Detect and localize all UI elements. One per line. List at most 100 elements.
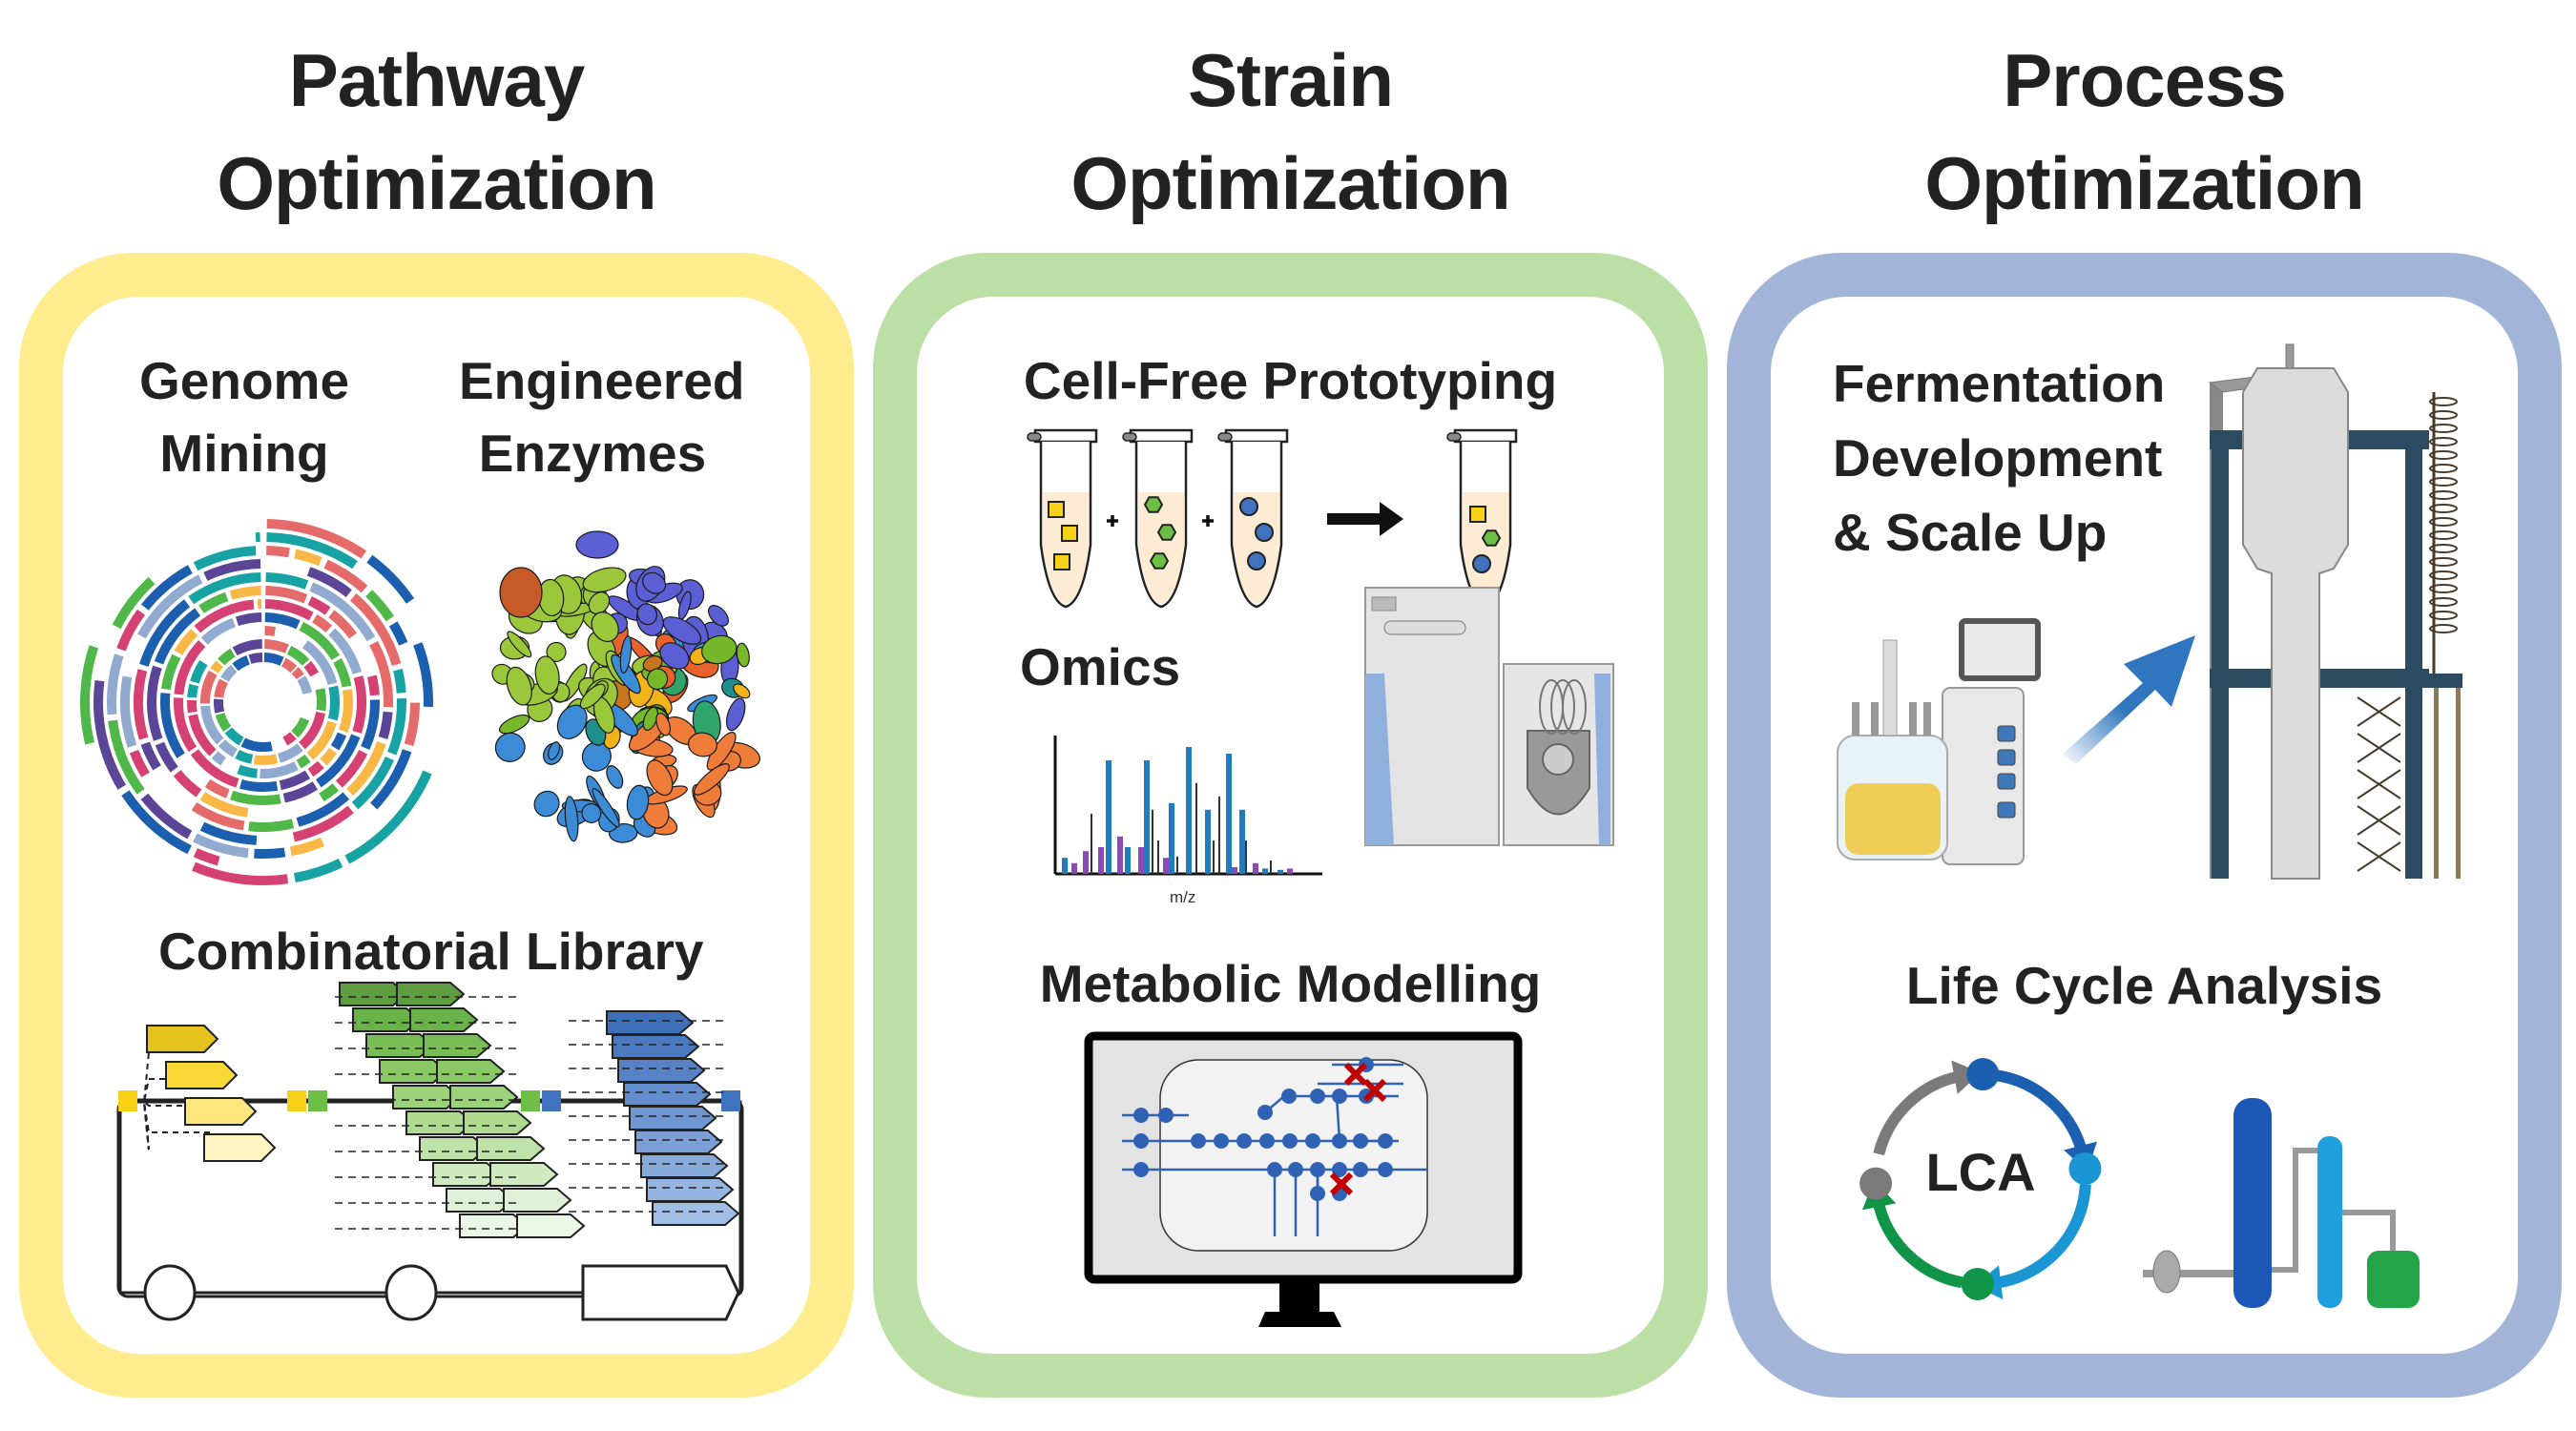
gene-part-arrow	[423, 1033, 492, 1058]
cross-brace	[2357, 841, 2401, 872]
spectrum-peak	[1083, 851, 1089, 874]
protein-ribbon-segment	[619, 635, 633, 674]
genome-arc-segment	[191, 801, 245, 831]
safety-cage-ring	[2429, 397, 2458, 406]
gene-part-arrow	[489, 1162, 559, 1187]
genome-arc-segment	[309, 582, 376, 642]
spectrum-peak	[1071, 862, 1077, 874]
genome-arc-segment	[129, 749, 150, 778]
side-platform	[2429, 674, 2462, 688]
genome-arc-segment	[120, 675, 137, 748]
genome-arc-segment	[293, 858, 343, 883]
spectrum-peak	[1138, 847, 1144, 874]
genome-arc-segment	[352, 675, 366, 734]
spectrum-peak	[1262, 868, 1268, 874]
spectrum-peak	[1117, 836, 1123, 874]
genome-arc-segment	[366, 554, 415, 604]
genome-arc-segment	[230, 790, 281, 805]
safety-cage-ring	[2429, 410, 2458, 420]
blue-circle-product	[1239, 497, 1258, 516]
metabolite-node	[1332, 1089, 1347, 1104]
tube-cap	[1224, 428, 1289, 444]
genome-arc-segment	[218, 648, 236, 666]
pump-head	[1997, 801, 2016, 819]
genome-arc-segment	[327, 685, 340, 721]
transfer-pipe	[2272, 1148, 2319, 1273]
genome-arc-segment	[248, 653, 263, 664]
mass-spectrometer-icon	[1364, 587, 1614, 846]
plasmid-gene-arrow	[581, 1264, 740, 1321]
genome-arc-segment	[278, 743, 303, 763]
genome-arc-segment	[404, 702, 420, 747]
spectrum-peak	[1091, 814, 1092, 874]
gene-part-arrow	[449, 1085, 519, 1110]
genome-arc-segment	[306, 720, 337, 760]
cross-brace	[2357, 805, 2401, 836]
metabolite-node	[1288, 1162, 1303, 1177]
probe-port	[1909, 702, 1917, 736]
genome-arc-segment	[140, 741, 161, 771]
safety-cage-ring	[2429, 597, 2458, 607]
genome-arc-segment	[139, 599, 191, 667]
cell-free-prototyping-label: Cell-Free Prototyping	[1023, 351, 1558, 410]
agitator-motor	[1882, 639, 1898, 736]
genome-arc-segment	[266, 532, 358, 570]
genome-arc-segment	[204, 778, 230, 798]
genome-arc-segment	[235, 612, 262, 627]
protein-ribbon-segment	[611, 653, 641, 695]
lca-cycle-diagram	[1859, 1058, 2102, 1300]
protein-ribbon-segment	[655, 712, 671, 736]
genome-arc-segment	[413, 642, 433, 707]
tube-hinge	[1446, 432, 1462, 442]
title-line-2: Optimization	[1070, 141, 1510, 225]
blue-circle-product	[1472, 554, 1491, 573]
genome-arc-segment	[215, 713, 232, 733]
protein-ribbon-segment	[606, 765, 624, 789]
blue-circle-product	[1247, 551, 1266, 570]
genome-arc-segment	[187, 683, 199, 698]
safety-cage-ring	[2429, 504, 2458, 513]
genome-arc-segment	[264, 639, 289, 653]
genome-arc-segment	[193, 833, 249, 859]
junction-square	[721, 1090, 740, 1111]
title-line-1: Process	[2003, 38, 2287, 122]
gene-part-arrow	[436, 1059, 506, 1084]
genome-arc-segment	[292, 805, 354, 842]
scale-up-arrow	[2062, 635, 2195, 764]
genome-arc-segment	[319, 783, 340, 802]
tube-cap	[1129, 428, 1194, 444]
genome-circos-plot	[79, 519, 433, 885]
tube-hinge	[1122, 432, 1137, 442]
support-column	[2212, 430, 2229, 879]
lca-stage-node	[1961, 1267, 1994, 1300]
metabolite-node	[1353, 1162, 1368, 1177]
genome-arc-segment	[112, 576, 156, 630]
feed-pump	[2152, 1250, 2181, 1294]
gene-part-arrow	[612, 1034, 700, 1059]
green-hexagon-enzyme	[1156, 524, 1177, 541]
protein-ribbon-segment	[592, 787, 620, 828]
genome-arc-segment	[260, 761, 299, 778]
gene-part-arrow	[516, 1213, 586, 1238]
probe-port	[1923, 702, 1931, 736]
feed-pipe	[2143, 1270, 2248, 1277]
monitor-stand	[1258, 1312, 1341, 1327]
spectrum-peak	[1098, 847, 1104, 874]
genome-arc-segment	[235, 750, 254, 764]
genome-arc-segment	[79, 645, 99, 745]
lca-cycle-arc	[1873, 1069, 1963, 1156]
genome-arc-segment	[155, 741, 178, 773]
spectrum-peak	[1195, 782, 1197, 874]
genome-arc-segment	[265, 586, 308, 604]
genome-arc-segment	[210, 660, 223, 674]
genome-mining-label: Genome Mining	[139, 351, 350, 483]
genome-arc-segment	[296, 792, 350, 827]
spectrum-peak	[1062, 858, 1068, 874]
spectrum-peak	[1176, 856, 1178, 874]
protein-ribbon-segment	[636, 603, 657, 626]
genome-arc-segment	[351, 756, 395, 810]
ms-tubing	[1550, 679, 1575, 735]
spectrum-peak	[1186, 747, 1192, 874]
ms-vent	[1383, 620, 1466, 635]
spectrum-peak	[1163, 858, 1169, 874]
